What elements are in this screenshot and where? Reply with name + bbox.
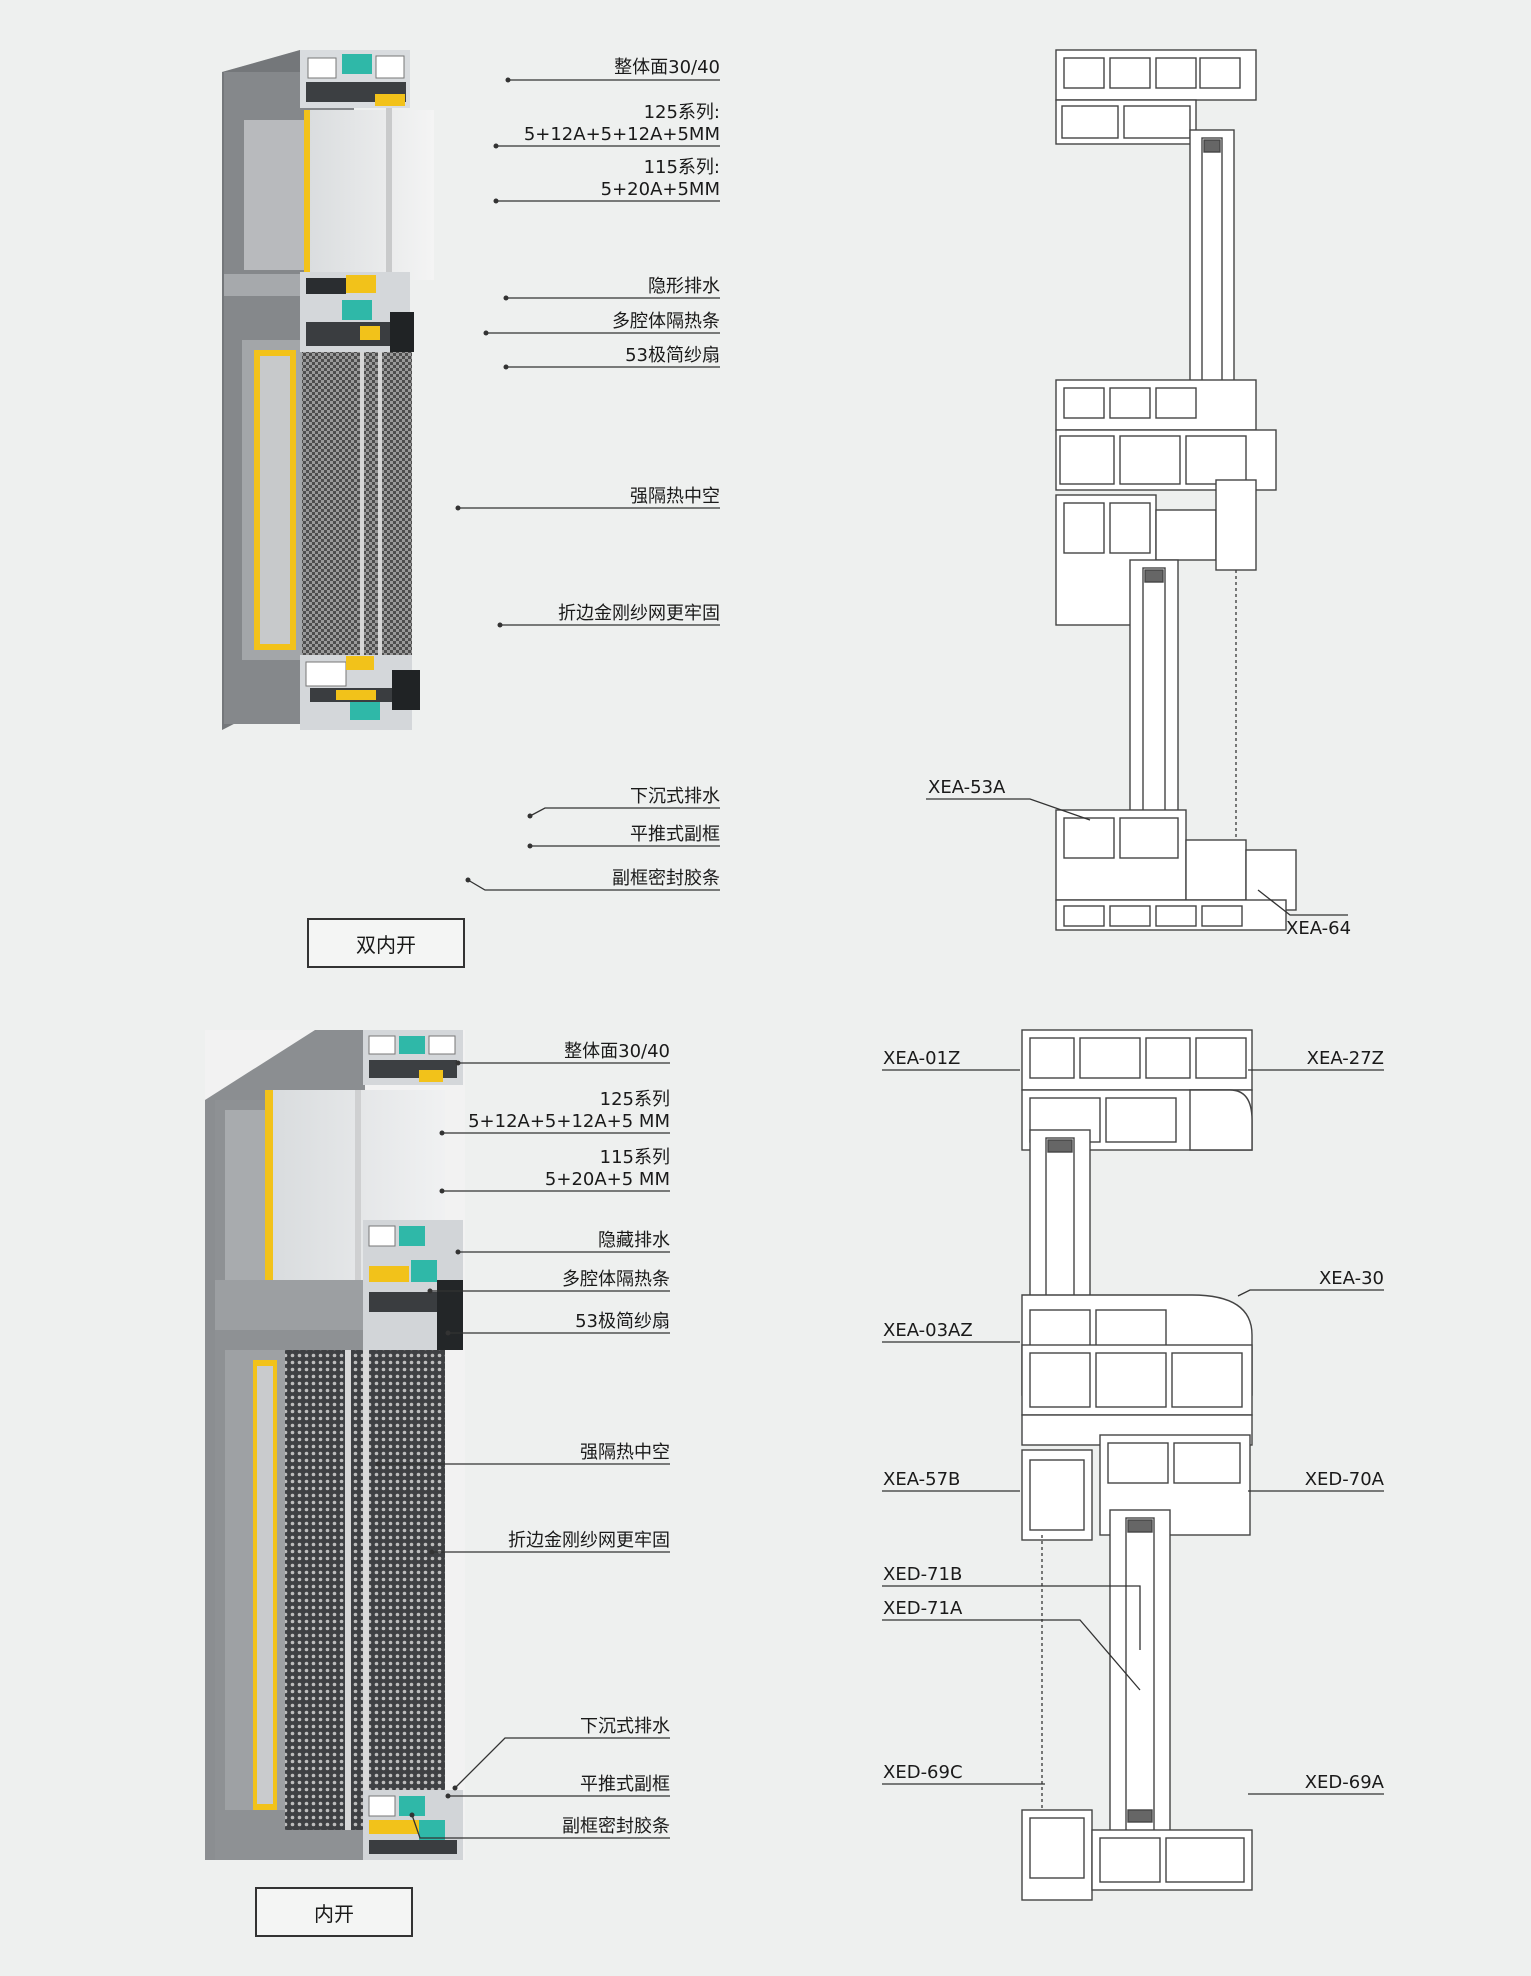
drawing-label-xed-69c: XED-69C [883, 1762, 963, 1783]
drawing-label-xea-53a: XEA-53A [928, 777, 1006, 798]
callout-bottom-115-spec: 5+20A+5 MM [544, 1169, 670, 1190]
drawing-label-xed-70a: XED-70A [1304, 1469, 1384, 1490]
callout-top-hidden-drain: 隐形排水 [648, 276, 720, 297]
drawing-label-xea-30: XEA-30 [1318, 1268, 1384, 1289]
callout-top-115-series: 115系列: [643, 157, 720, 178]
callout-bottom-sunken-drain: 下沉式排水 [580, 1716, 670, 1737]
callout-bottom-hidden-drain: 隐藏排水 [598, 1230, 670, 1251]
drawing-label-xea-64: XEA-64 [1286, 918, 1352, 939]
callout-top-sub-frame-seal: 副框密封胶条 [612, 868, 720, 889]
drawing-label-xed-69a: XED-69A [1304, 1772, 1384, 1793]
callout-bottom-125-spec: 5+12A+5+12A+5 MM [468, 1111, 670, 1132]
callout-top-face: 整体面30/40 [614, 57, 720, 78]
callout-bottom-thermal-strip: 多腔体隔热条 [562, 1269, 670, 1290]
callout-top-115-spec: 5+20A+5MM [600, 179, 720, 200]
callout-top-sunken-drain: 下沉式排水 [630, 786, 720, 807]
bottom-window-section-render [205, 1030, 465, 1860]
callout-bottom-insulated-glass: 强隔热中空 [580, 1442, 670, 1463]
top-window-section-render [222, 50, 434, 730]
drawing-label-xed-71b: XED-71B [883, 1564, 963, 1585]
drawing-label-xea-01z: XEA-01Z [883, 1048, 961, 1069]
drawing-label-xea-27z: XEA-27Z [1306, 1048, 1384, 1069]
callout-bottom-sub-frame: 平推式副框 [580, 1774, 670, 1795]
callout-top-insulated-glass: 强隔热中空 [630, 486, 720, 507]
callout-top-sub-frame: 平推式副框 [630, 824, 720, 845]
callout-top-mesh: 折边金刚纱网更牢固 [558, 603, 720, 624]
callout-top-125-series: 125系列: [643, 102, 720, 123]
callout-bottom-125-series: 125系列 [599, 1089, 670, 1110]
bottom-caption: 内开 [255, 1887, 413, 1937]
top-caption: 双内开 [307, 918, 465, 968]
callout-bottom-face: 整体面30/40 [564, 1041, 670, 1062]
callout-top-thermal-strip: 多腔体隔热条 [612, 311, 720, 332]
drawing-label-xea-57b: XEA-57B [883, 1469, 961, 1490]
callout-bottom-115-series: 115系列 [599, 1147, 670, 1168]
drawing-label-xea-03az: XEA-03AZ [883, 1320, 973, 1341]
callout-top-screen-sash: 53极简纱扇 [625, 345, 720, 366]
callout-bottom-sub-frame-seal: 副框密封胶条 [562, 1816, 670, 1837]
drawing-label-xed-71a: XED-71A [883, 1598, 963, 1619]
callout-bottom-screen-sash: 53极简纱扇 [575, 1311, 670, 1332]
callout-bottom-mesh: 折边金刚纱网更牢固 [508, 1530, 670, 1551]
top-cross-section-drawing [1055, 49, 1297, 931]
callout-top-125-spec: 5+12A+5+12A+5MM [523, 124, 720, 145]
bottom-cross-section-drawing [1021, 1029, 1253, 1901]
